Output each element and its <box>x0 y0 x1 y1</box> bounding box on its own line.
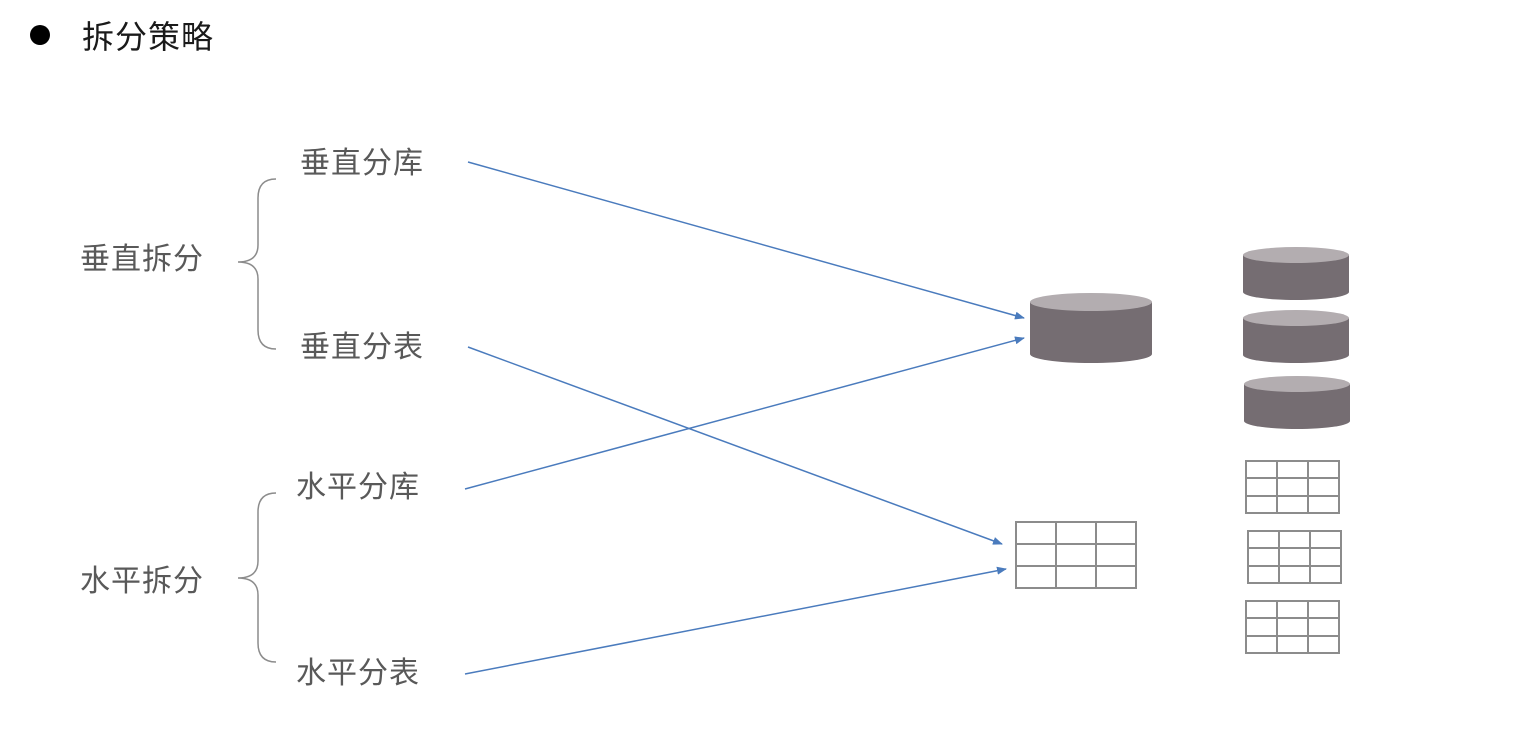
table-icon <box>1015 521 1137 589</box>
category-vertical-split: 垂直拆分 <box>80 242 204 277</box>
label-horizontal-database: 水平分库 <box>296 470 420 505</box>
arrow-horizontal-database <box>464 336 1025 490</box>
heading-title: 拆分策略 <box>82 18 215 56</box>
table-icon <box>1247 530 1342 584</box>
database-icon <box>1030 293 1152 363</box>
table-icon <box>1245 600 1340 654</box>
arrow-vertical-database <box>467 161 1025 320</box>
table-stack-icon <box>1245 460 1342 654</box>
label-vertical-database: 垂直分库 <box>300 146 424 181</box>
database-icon <box>1244 376 1350 429</box>
database-icon <box>1243 310 1349 363</box>
vertical-bracket <box>237 178 277 350</box>
arrow-horizontal-table <box>464 566 1007 675</box>
label-vertical-table: 垂直分表 <box>300 330 424 365</box>
database-stack-icon <box>1243 247 1350 429</box>
category-horizontal-split: 水平拆分 <box>80 564 204 599</box>
horizontal-bracket <box>237 492 277 663</box>
label-horizontal-table: 水平分表 <box>296 656 420 691</box>
database-icon <box>1243 247 1349 300</box>
section-heading: 拆分策略 <box>30 12 214 58</box>
table-icon <box>1245 460 1340 514</box>
bullet-icon <box>30 25 50 45</box>
arrow-vertical-table <box>467 346 1003 545</box>
